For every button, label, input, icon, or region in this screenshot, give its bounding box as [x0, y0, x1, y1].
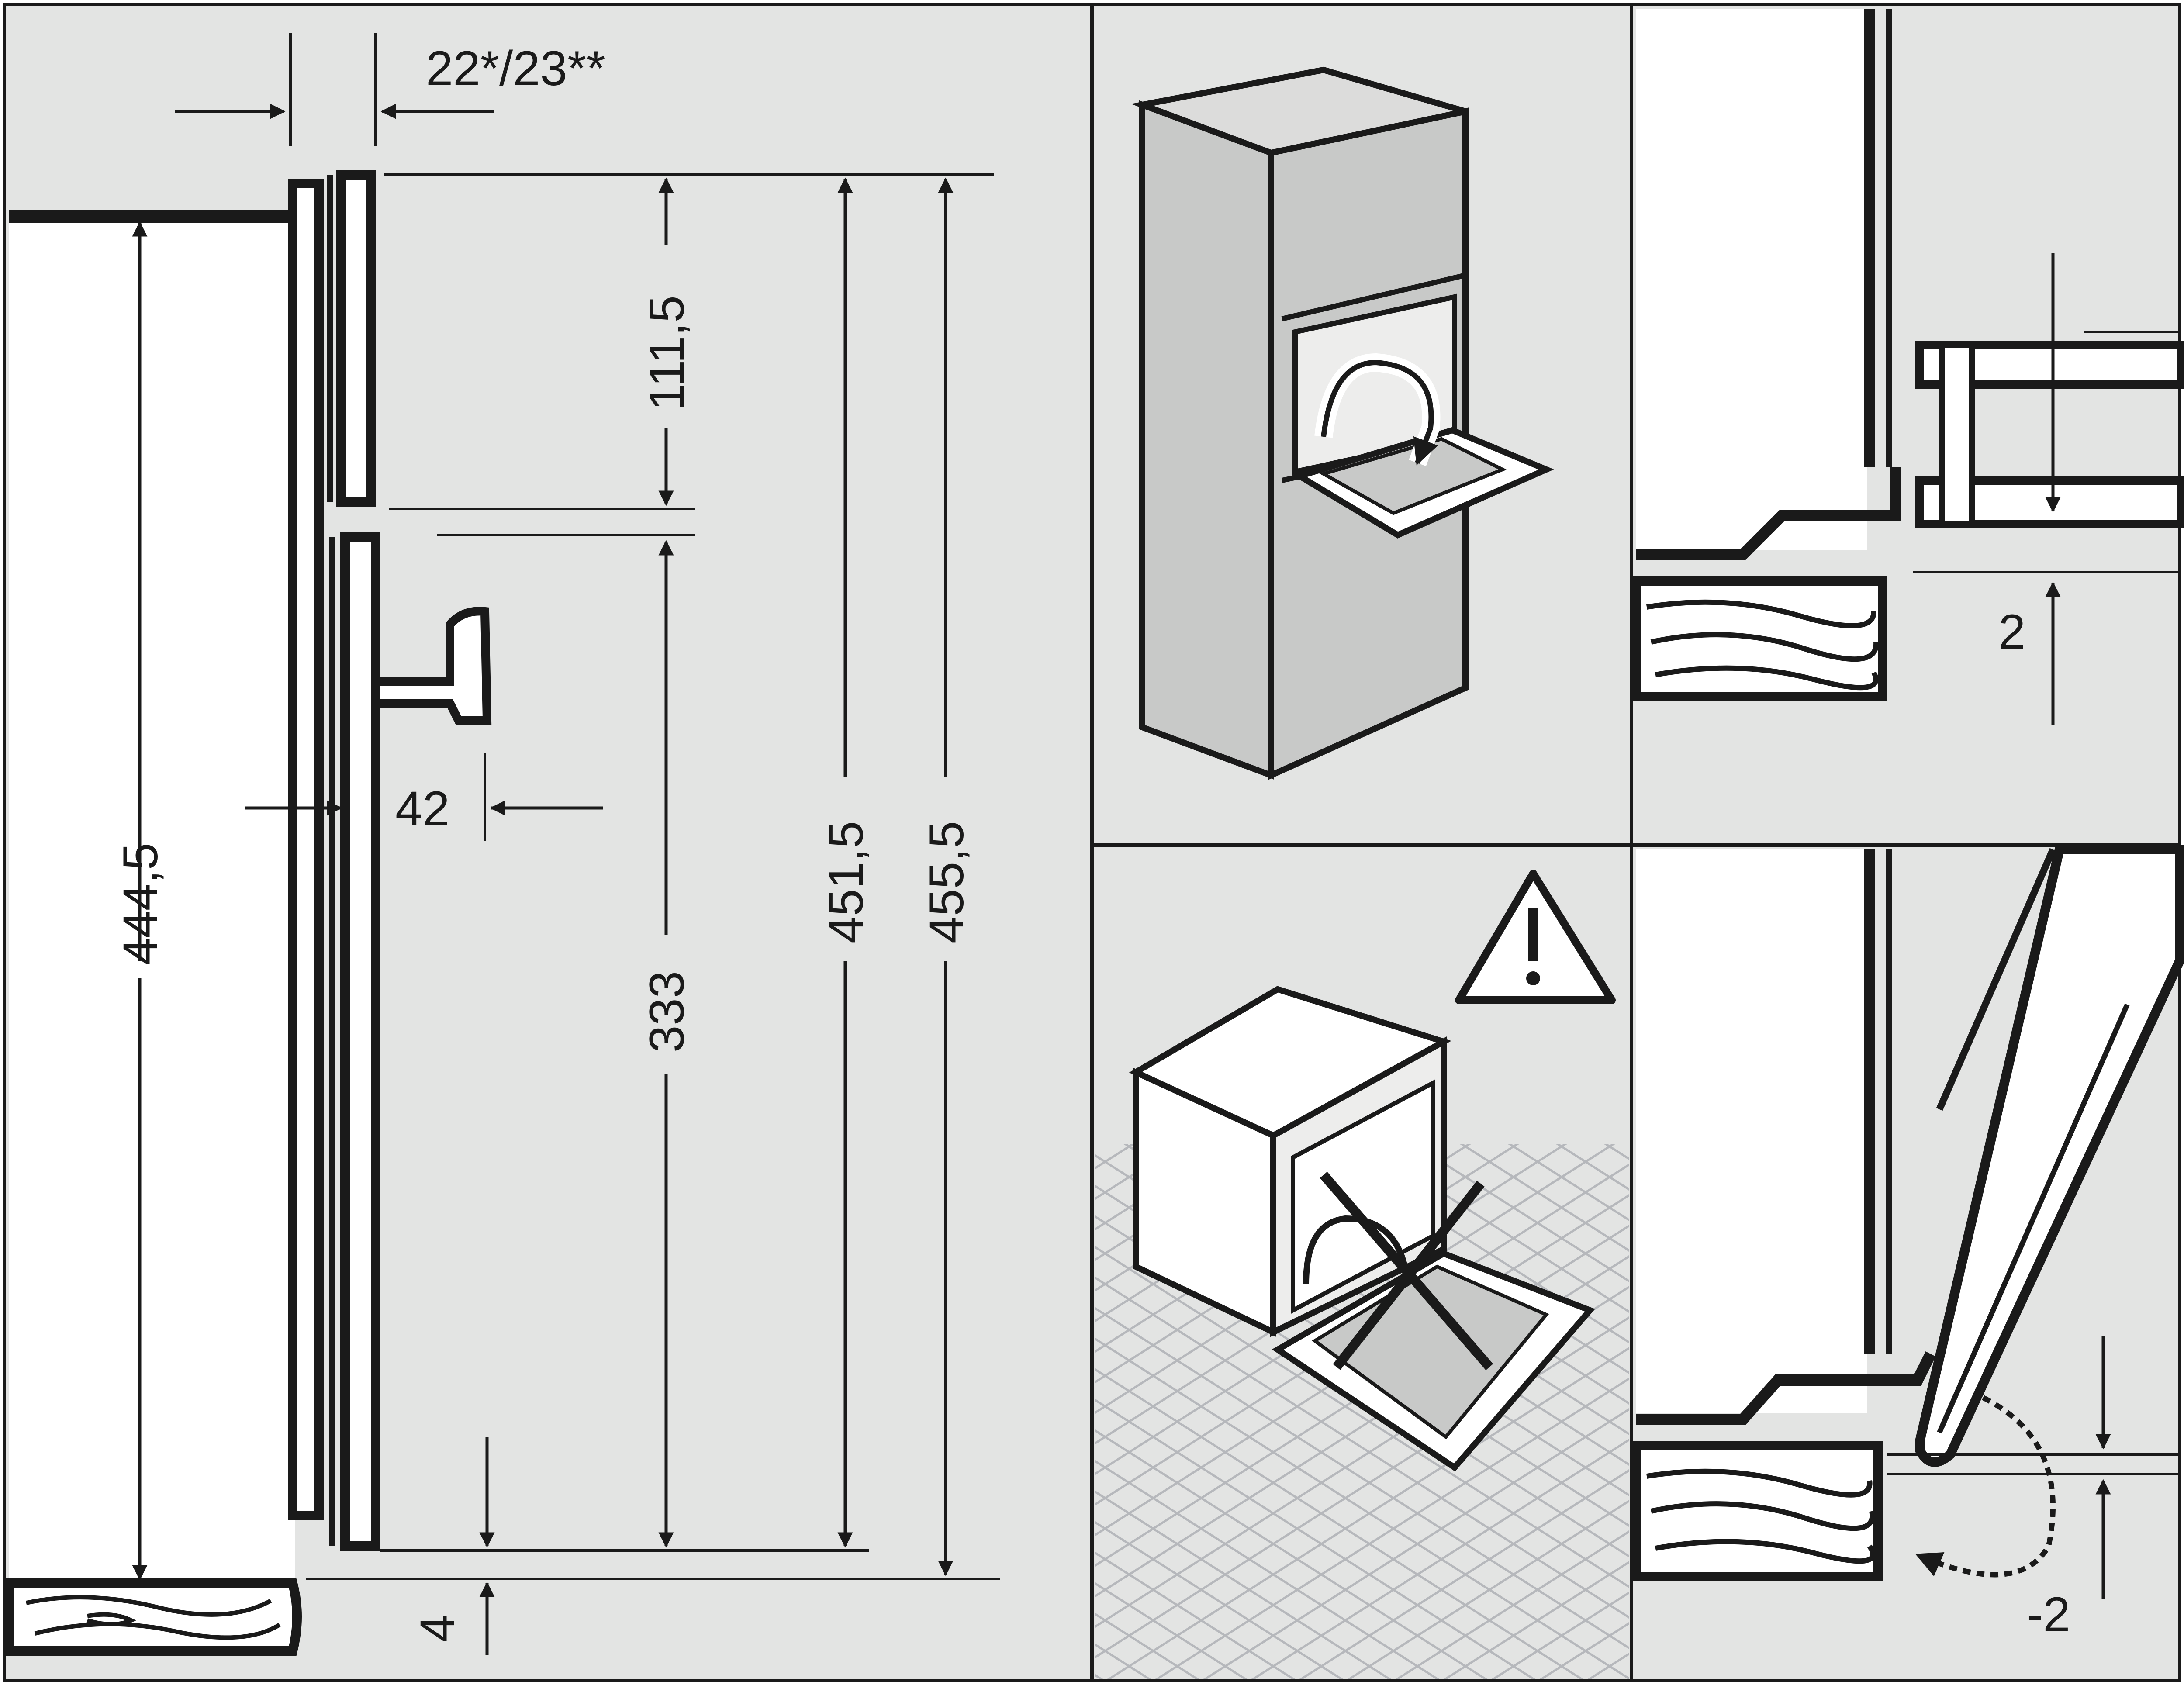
gap-negative-label: -2 [2027, 1587, 2070, 1642]
gap-top-label: 22*/23** [426, 41, 605, 96]
oven-front-frame [288, 179, 324, 1520]
gap-positive-label: 2 [1998, 604, 2025, 659]
top-panel-height-label: 111,5 [639, 295, 694, 411]
detail-gap-positive: 2 [1631, 9, 2184, 725]
overall-height-2-label: 455,5 [919, 821, 974, 943]
side-view-panel: 22*/23** 444,5 111,5 333 451,5 455,5 42 [4, 33, 1000, 1656]
overall-height-1-label: 451,5 [819, 821, 873, 943]
bottom-gap-label: 4 [410, 1615, 465, 1642]
lower-panel-height-label: 333 [639, 971, 694, 1053]
door-handle [371, 607, 492, 725]
door-height-label: 444,5 [113, 843, 168, 965]
tall-cabinet-illustration [1131, 66, 1554, 780]
control-panel-strip [336, 170, 376, 507]
floor-board [4, 1578, 302, 1656]
warning-triangle-icon [1455, 870, 1616, 1004]
cross-mark-icon [1320, 1171, 1493, 1371]
forbidden-floor-illustration [1095, 870, 1629, 1679]
detail-gap-negative: -2 [1631, 845, 2184, 1642]
oven-door-side [340, 532, 380, 1551]
rotation-arrow [1915, 1395, 2056, 1578]
cabinet-side [9, 214, 295, 1585]
handle-depth-label: 42 [395, 781, 450, 836]
